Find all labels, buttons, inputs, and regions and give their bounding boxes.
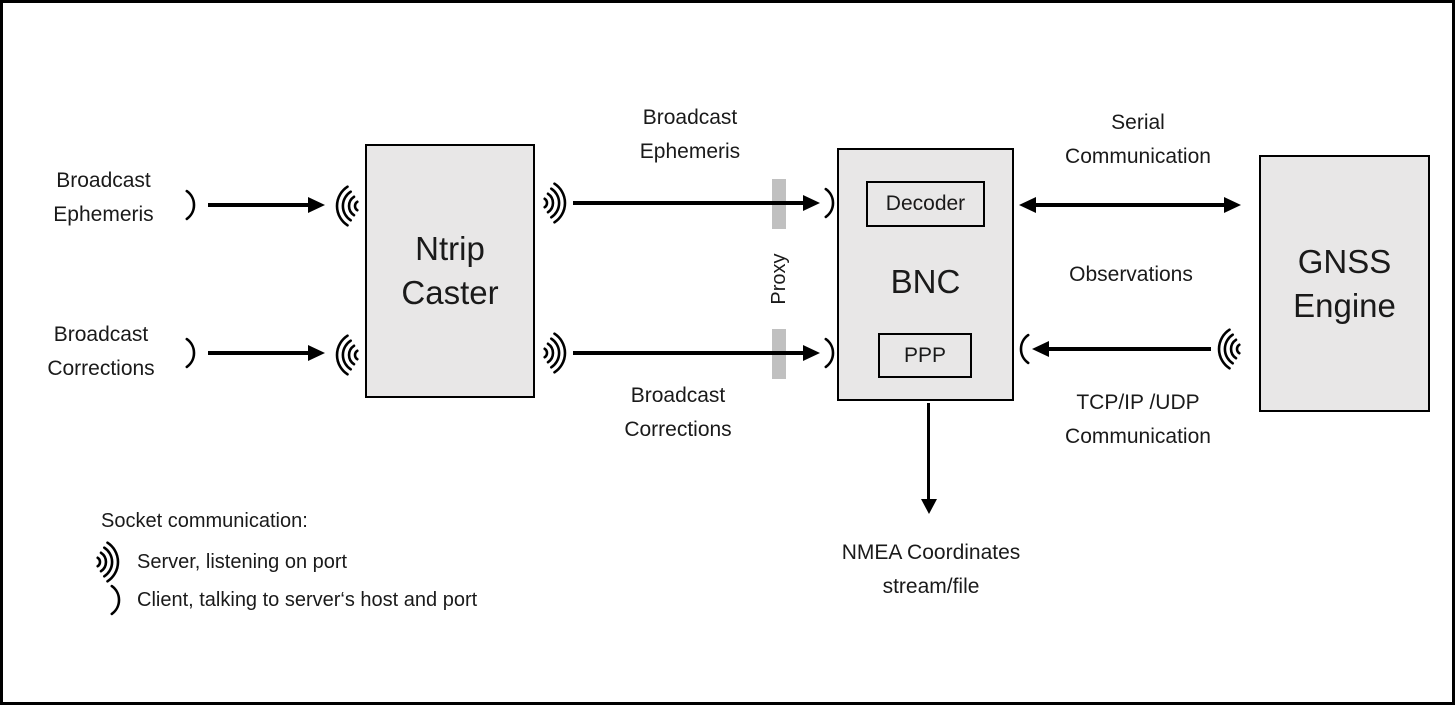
label-line: Ephemeris — [53, 203, 154, 226]
bnc-label: BNC — [890, 263, 961, 300]
client-socket-icon — [183, 189, 197, 221]
client-socket-icon — [822, 337, 836, 369]
server-socket-icon — [95, 540, 121, 584]
label-line: Broadcast — [630, 384, 726, 407]
server-socket-icon — [542, 331, 568, 375]
label-line: stream/file — [882, 575, 980, 598]
label-broadcast-ephemeris-left: Broadcast Ephemeris — [21, 164, 186, 232]
arrowhead-icon — [803, 345, 820, 361]
arrow-caster-to-bnc-bottom — [573, 351, 805, 355]
client-socket-icon — [183, 337, 197, 369]
server-socket-icon — [334, 184, 360, 228]
client-socket-icon — [108, 584, 122, 616]
label-line: Serial — [1111, 111, 1165, 134]
server-socket-icon — [542, 181, 568, 225]
label-line: Broadcast — [642, 106, 738, 129]
arrow-nmea-output — [927, 403, 930, 500]
label-broadcast-corrections-left: Broadcast Corrections — [16, 318, 186, 386]
bnc-box: Decoder BNC PPP — [837, 148, 1014, 401]
server-socket-icon — [334, 333, 360, 377]
arrowhead-icon — [1224, 197, 1241, 213]
ppp-box: PPP — [878, 333, 972, 378]
label-line: Ephemeris — [639, 140, 741, 163]
arrow-serial-communication — [1036, 203, 1224, 207]
arrowhead-icon — [308, 197, 325, 213]
label-nmea-output: NMEA Coordinates stream/file — [811, 536, 1051, 604]
legend-server-item: Server, listening on port — [137, 551, 348, 573]
label-line: Communication — [1065, 145, 1211, 168]
client-socket-icon — [822, 187, 836, 219]
arrow-corrections-to-caster — [208, 351, 310, 355]
ntrip-caster-label: Ntrip Caster — [401, 230, 499, 311]
ppp-label: PPP — [903, 343, 947, 367]
gnss-engine-box: GNSS Engine — [1259, 155, 1430, 412]
label-line: Broadcast — [53, 323, 149, 346]
label-serial-communication: Serial Communication — [1038, 106, 1238, 174]
label-line: Corrections — [47, 357, 155, 380]
arrow-caster-to-bnc-top — [573, 201, 805, 205]
decoder-label: Decoder — [885, 192, 966, 215]
legend-client-item: Client, talking to server‘s host and por… — [137, 589, 478, 611]
legend-title: Socket communication: — [101, 510, 308, 532]
label-line: Broadcast — [56, 169, 151, 192]
label-line: Communication — [1065, 425, 1211, 448]
ntrip-caster-box: Ntrip Caster — [365, 144, 535, 398]
arrow-observations — [1049, 347, 1211, 351]
arrowhead-icon — [1019, 197, 1036, 213]
gnss-engine-label: GNSS Engine — [1293, 242, 1396, 324]
label-broadcast-ephemeris-mid: Broadcast Ephemeris — [590, 101, 790, 169]
arrowhead-icon — [803, 195, 820, 211]
label-tcpip-udp-communication: TCP/IP /UDP Communication — [1028, 386, 1248, 454]
server-socket-icon — [1216, 327, 1242, 371]
arrowhead-icon — [1032, 341, 1049, 357]
label-observations: Observations — [1069, 263, 1193, 286]
arrowhead-icon — [921, 499, 937, 514]
label-line: NMEA Coordinates — [841, 541, 1021, 564]
client-socket-icon — [1018, 333, 1032, 365]
arrow-ephemeris-to-caster — [208, 203, 310, 207]
label-proxy: Proxy — [768, 253, 790, 305]
arrowhead-icon — [308, 345, 325, 361]
decoder-box: Decoder — [866, 181, 985, 227]
label-broadcast-corrections-mid: Broadcast Corrections — [578, 379, 778, 447]
label-line: Corrections — [624, 418, 732, 441]
label-line: TCP/IP /UDP — [1076, 391, 1200, 414]
